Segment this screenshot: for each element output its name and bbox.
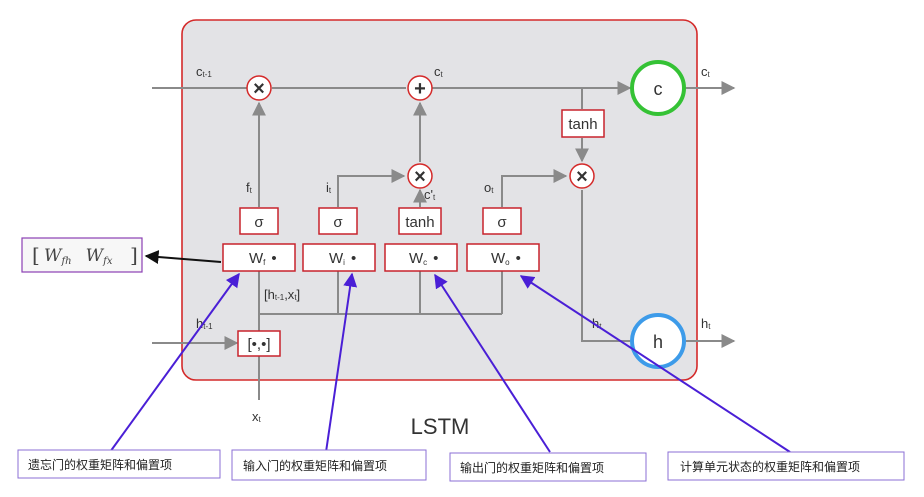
multiply-icon: ×: [414, 166, 426, 188]
c-prev-label: ct-1: [196, 64, 212, 79]
plus-icon: +: [414, 78, 426, 100]
cell-note-box: [667, 451, 905, 481]
c-circle-label: c: [654, 79, 663, 99]
c-tilde-label: c't: [424, 187, 436, 202]
concat-label: [ht-1,xt]: [264, 287, 300, 302]
matrix-box: [21, 237, 143, 273]
h-out-label: ht: [701, 316, 711, 331]
tanh-label: tanh: [568, 116, 597, 133]
wi-label: Wi•: [329, 250, 356, 267]
wc-box: [384, 243, 458, 272]
o-t-label: ot: [484, 180, 494, 195]
cell-tanh-box: [561, 109, 605, 138]
it-line: [337, 169, 406, 207]
wf-box: [222, 243, 296, 272]
h-state-circle: h: [630, 313, 686, 369]
candidate-tanh-box: [398, 207, 442, 235]
tanh-label: tanh: [405, 214, 434, 231]
f-t-label: ft: [246, 180, 253, 195]
output-sigma-box: [482, 207, 522, 235]
matrix-bracket-right: ]: [130, 243, 138, 267]
multiply-icon: ×: [576, 166, 588, 188]
cell-annotation-arrow: [519, 275, 791, 453]
x-t-label: xt: [252, 409, 262, 424]
h-prev-label: ht-1: [196, 316, 213, 331]
wo-label: Wo•: [491, 250, 521, 267]
forget-multiply-node: ×: [246, 75, 272, 101]
cell-add-node: +: [407, 75, 433, 101]
forget-note-box: [17, 449, 221, 479]
wc-label: Wc•: [409, 250, 438, 267]
wf-to-matrix-arrow: [144, 250, 222, 264]
cell-note: 计算单元状态的权重矩阵和偏置项: [680, 459, 860, 474]
concat-box: [237, 330, 281, 357]
c-state-circle: c: [630, 60, 686, 116]
sigma-label: σ: [497, 214, 507, 231]
h-circle-label: h: [653, 332, 663, 352]
output-multiply-node: ×: [569, 163, 595, 189]
input-note: 输入门的权重矩阵和偏置项: [243, 458, 387, 473]
input-note-box: [231, 449, 427, 481]
diagram-title: LSTM: [411, 414, 470, 439]
ht-line: [581, 190, 630, 342]
output-note-box: [449, 452, 647, 482]
forget-annotation-arrow: [109, 272, 240, 453]
output-note: 输出门的权重矩阵和偏置项: [460, 460, 604, 475]
forget-sigma-box: [239, 207, 279, 235]
sigma-label: σ: [254, 214, 264, 231]
matrix-bracket-left: [: [32, 243, 40, 267]
h-inner-label: ht: [592, 316, 602, 331]
forget-note: 遗忘门的权重矩阵和偏置项: [28, 457, 172, 472]
input-annotation-arrow: [325, 272, 358, 453]
sigma-label: σ: [333, 214, 343, 231]
input-multiply-node: ×: [407, 163, 433, 189]
multiply-icon: ×: [253, 78, 265, 100]
ot-line: [501, 169, 568, 207]
c-out-label: ct: [701, 64, 711, 79]
wf-label: Wf•: [249, 250, 277, 267]
concat-box-label: [•,•]: [247, 336, 270, 353]
i-t-label: it: [326, 180, 332, 195]
c-t-top-label: ct: [434, 64, 444, 79]
wi-box: [302, 243, 376, 272]
output-annotation-arrow: [434, 273, 551, 453]
wo-box: [466, 243, 540, 272]
input-sigma-box: [318, 207, 358, 235]
